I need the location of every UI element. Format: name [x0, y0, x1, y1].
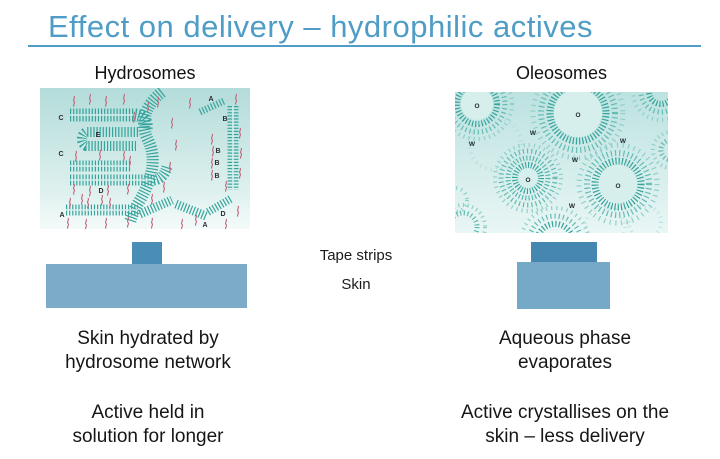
diagram-letter-label: W	[530, 130, 537, 137]
page-title: Effect on delivery – hydrophilic actives	[48, 9, 593, 44]
skin-left-shape	[46, 264, 247, 308]
tape-strips-label: Tape strips	[319, 247, 393, 264]
oil-droplet-graphics	[455, 92, 668, 233]
diagram-letter-label: O	[474, 103, 479, 110]
caption-active-held: Active held in solution for longer	[26, 401, 270, 449]
caption-skin-hydrated: Skin hydrated by hydrosome network	[26, 327, 270, 375]
caption-aqueous-evaporates: Aqueous phase evaporates	[443, 327, 687, 375]
oleosomes-letter-labels: O O O O W W W W W	[469, 103, 627, 210]
diagram-letter-label: W	[469, 141, 476, 148]
oleosomes-heading: Oleosomes	[515, 63, 608, 83]
diagram-letter-label: O	[525, 177, 530, 184]
caption-active-crystallises: Active crystallises on the skin – less d…	[443, 401, 687, 449]
diagram-letter-label: O	[575, 112, 580, 119]
caption-line: Active held in	[91, 402, 205, 423]
diagram-letter-label: W	[569, 203, 576, 210]
oleosomes-diagram-image: O O O O W W W W W	[455, 92, 668, 233]
diagram-letter-label: A	[208, 96, 213, 103]
diagram-letter-label: D	[98, 188, 103, 195]
caption-line: solution for longer	[72, 426, 224, 447]
diagram-letter-label: O	[615, 183, 620, 190]
tape-strip-left-shape	[132, 242, 162, 264]
diagram-letter-label: W	[620, 138, 627, 145]
diagram-letter-label: W	[572, 157, 579, 164]
hydrosomes-letter-labels: C C E A B B B B D A A D	[58, 96, 227, 229]
skin-right-shape	[517, 262, 610, 309]
caption-line: Skin hydrated by	[77, 328, 219, 349]
diagram-letter-label: A	[202, 222, 207, 229]
tape-strip-right-shape	[531, 242, 597, 262]
bilayer-split-lines	[66, 106, 234, 211]
caption-line: Aqueous phase	[498, 328, 632, 349]
caption-line: Active crystallises on the	[460, 402, 670, 423]
diagram-letter-label: C	[58, 151, 63, 158]
diagram-letter-label: B	[214, 160, 219, 167]
diagram-letter-label: B	[222, 116, 227, 123]
hydrosomes-heading: Hydrosomes	[94, 63, 196, 83]
skin-label: Skin	[341, 276, 371, 293]
diagram-letter-label: D	[220, 211, 225, 218]
title-underline	[28, 45, 701, 47]
diagram-letter-label: A	[59, 212, 64, 219]
diagram-letter-label: B	[215, 148, 220, 155]
caption-line: evaporates	[517, 352, 612, 373]
hydrosomes-diagram-image: C C E A B B B B D A A D	[40, 88, 250, 229]
caption-line: hydrosome network	[65, 352, 231, 373]
diagram-letter-label: C	[58, 115, 63, 122]
diagram-letter-label: E	[96, 132, 101, 139]
diagram-letter-label: B	[214, 173, 219, 180]
caption-line: skin – less delivery	[485, 426, 645, 447]
